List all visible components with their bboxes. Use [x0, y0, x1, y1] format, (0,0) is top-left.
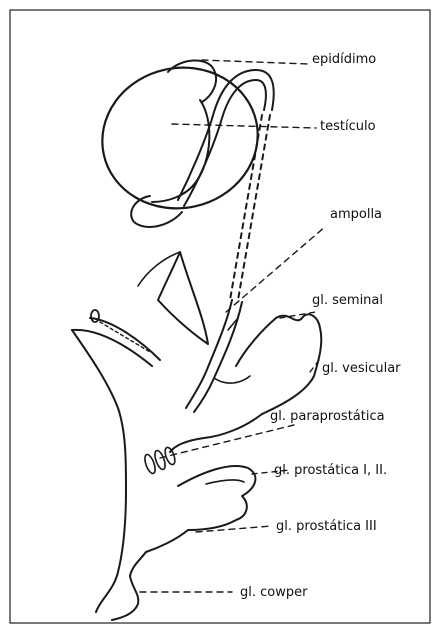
- glands-drawing: [72, 252, 321, 620]
- leader-lines: [140, 60, 326, 592]
- label-gl-cowper: gl. cowper: [240, 585, 308, 600]
- label-epididimo: epidídimo: [312, 52, 376, 67]
- label-gl-vesicular: gl. vesicular: [322, 361, 401, 376]
- label-gl-paraprostatica: gl. paraprostática: [270, 409, 385, 424]
- label-gl-prostatica-3: gl. prostática III: [276, 519, 377, 534]
- label-gl-seminal: gl. seminal: [312, 293, 383, 308]
- label-testiculo: testículo: [320, 119, 376, 134]
- label-gl-prostatica-1-2: gl. prostática I, II.: [274, 463, 387, 478]
- label-ampolla: ampolla: [330, 207, 382, 222]
- vas-deferens-dashed: [230, 115, 270, 300]
- testis-drawing: [89, 53, 274, 227]
